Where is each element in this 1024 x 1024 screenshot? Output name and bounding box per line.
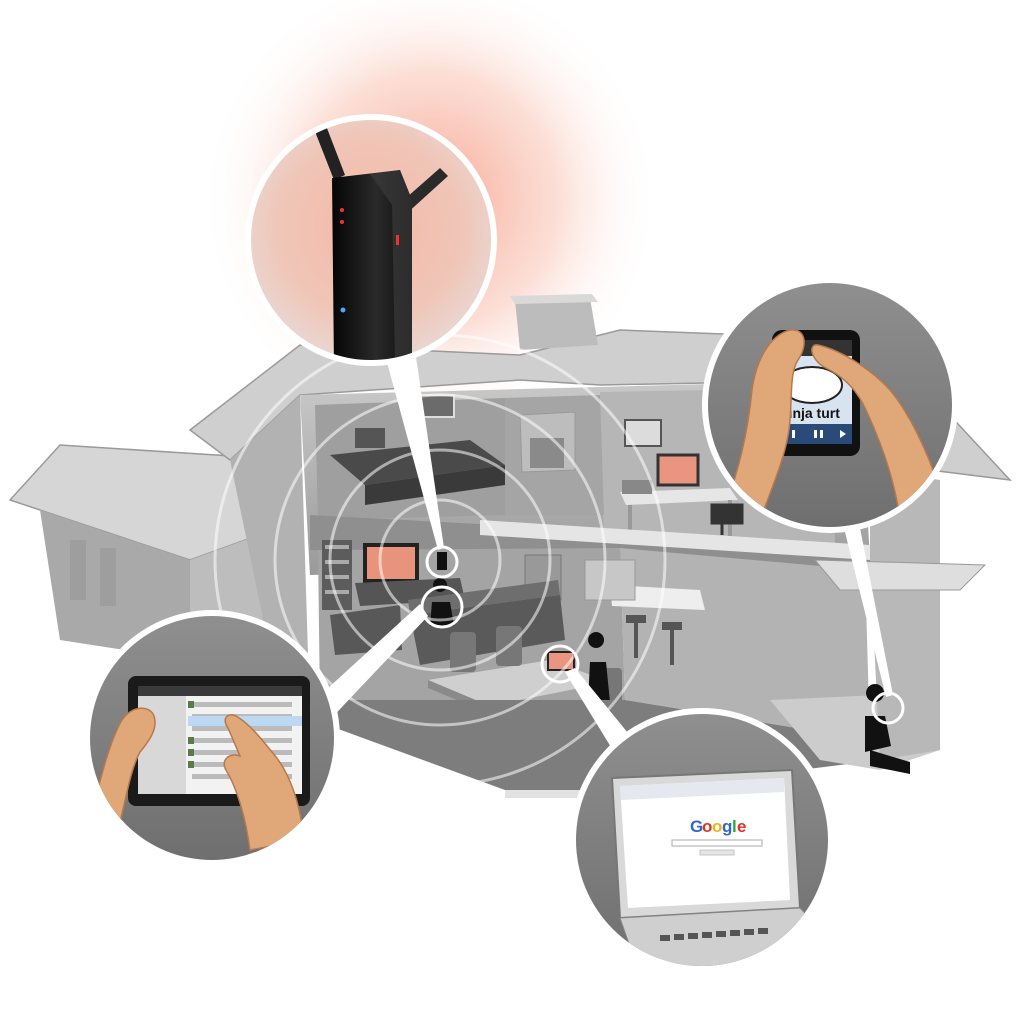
svg-text:o: o <box>712 817 722 836</box>
left-hand <box>718 329 805 521</box>
svg-text:o: o <box>702 817 712 836</box>
search-button <box>699 849 735 856</box>
svg-text:l: l <box>732 817 737 836</box>
living-room-tv <box>363 543 419 583</box>
office-monitor <box>656 453 700 487</box>
bed-headboard <box>355 428 385 448</box>
chimney-top <box>510 294 598 304</box>
svg-text:G: G <box>690 817 703 836</box>
phone-callout: ninja turt <box>702 277 958 533</box>
router-led-blue <box>340 307 346 313</box>
tablet-topbar <box>138 686 302 696</box>
tablet-callout <box>84 610 340 866</box>
right-hand <box>811 344 952 521</box>
router-body <box>332 170 412 360</box>
kitchen-cabinet <box>584 559 636 601</box>
google-logo: G o o g l e <box>690 817 746 836</box>
phone-control-icons <box>792 430 846 438</box>
garage-window <box>70 540 86 600</box>
chimney <box>515 298 598 350</box>
bar-stools <box>626 615 682 665</box>
album-art-text: ninja turt <box>780 405 840 421</box>
hands <box>718 329 952 521</box>
laptop-icon: G o o g l e <box>610 768 828 966</box>
office-desk-leg <box>628 505 632 545</box>
pointing-hand <box>223 714 305 851</box>
router-antenna-left <box>298 120 345 180</box>
router-leds <box>340 208 344 224</box>
wireless-router-icon <box>298 120 448 360</box>
garage-window <box>100 548 116 606</box>
router-callout <box>245 114 497 366</box>
router-face-shine <box>370 170 412 360</box>
fireplace-opening <box>530 438 564 468</box>
laptop-callout: G o o g l e <box>570 708 834 972</box>
svg-text:e: e <box>737 817 746 836</box>
search-input <box>671 839 763 847</box>
callout-pointers <box>315 350 893 770</box>
person-porch <box>865 684 910 774</box>
dining-table <box>428 660 610 706</box>
laptop-keys <box>660 928 768 941</box>
porch-roof <box>813 559 987 591</box>
router-led-red <box>396 235 399 245</box>
office-printer <box>622 480 652 494</box>
tablet-thumbnails <box>188 701 194 768</box>
browser-toolbar <box>620 778 784 800</box>
bookshelf-books <box>325 545 349 594</box>
bed-side <box>365 465 505 505</box>
floor-slab-edge <box>480 520 870 560</box>
laptop-marker <box>540 644 580 684</box>
router-tiny <box>437 552 447 570</box>
person-sofa <box>430 578 454 626</box>
svg-text:g: g <box>722 817 732 836</box>
tablet-selected-row <box>188 716 302 726</box>
